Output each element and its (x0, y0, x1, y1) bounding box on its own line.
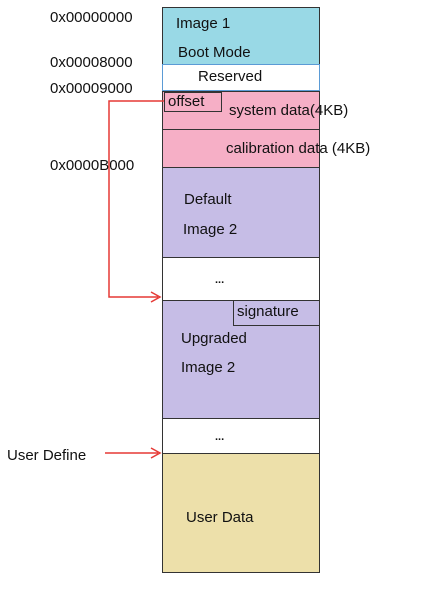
user-define-label: User Define (7, 447, 87, 464)
signature-label: signature (237, 303, 299, 320)
image1-label: Image 1 (176, 15, 231, 32)
user-data-block: User Data (162, 453, 320, 573)
system-data-label: system data(4KB) (229, 102, 349, 119)
reserved-block: Reserved (162, 64, 320, 91)
reserved-label: Reserved (198, 68, 263, 85)
signature-box: signature (233, 300, 320, 326)
calibration-data-label: calibration data (4KB) (226, 140, 371, 157)
ellipsis-label-1: ... (215, 274, 225, 286)
user-data-label: User Data (186, 509, 254, 526)
default-label: Default (184, 191, 232, 208)
address-label-0x00009000: 0x00009000 (50, 80, 133, 97)
ellipsis-block-2: ... (162, 418, 320, 454)
upgraded-label: Upgraded (181, 330, 247, 347)
default-image2-label: Image 2 (183, 221, 238, 238)
address-label-0x0000B000: 0x0000B000 (50, 157, 135, 174)
offset-arrow (108, 100, 164, 303)
boot-mode-label: Boot Mode (178, 44, 251, 61)
address-label-0x00000000: 0x00000000 (50, 9, 133, 26)
upgraded-image2-label: Image 2 (181, 359, 236, 376)
address-label-0x00008000: 0x00008000 (50, 54, 133, 71)
offset-label: offset (168, 93, 205, 110)
offset-box: offset (164, 92, 222, 112)
user-define-arrow (105, 447, 162, 459)
image1-block: Image 1 Boot Mode (162, 7, 320, 65)
ellipsis-label-2: ... (215, 431, 225, 443)
ellipsis-block-1: ... (162, 257, 320, 301)
